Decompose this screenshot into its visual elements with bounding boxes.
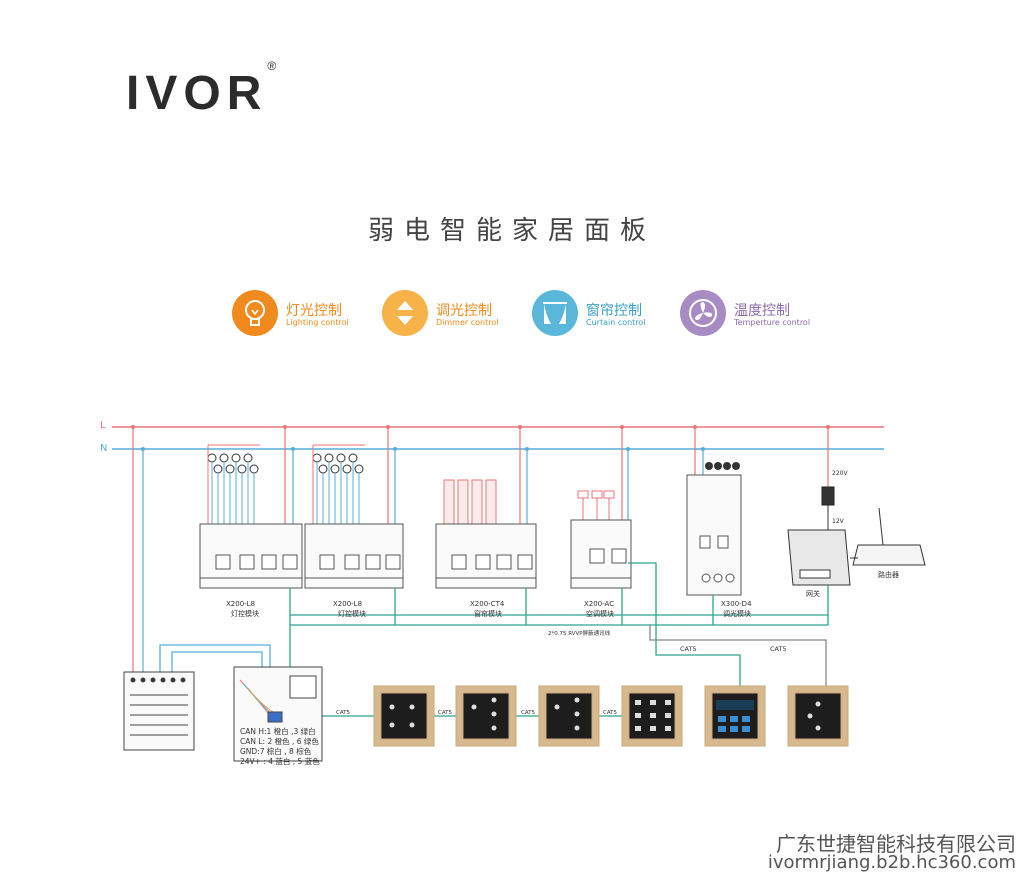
pinout-line: GND:7 棕白 , 8 棕色 bbox=[240, 747, 312, 756]
module-model: X200-L8 bbox=[226, 600, 256, 608]
panel-buttons bbox=[389, 697, 821, 731]
footer-url: ivormrjiang.b2b.hc360.com bbox=[767, 852, 1016, 873]
cat5-label: CAT5 bbox=[770, 645, 787, 653]
pinout-line: CAN L: 2 橙色 , 6 绿色 bbox=[240, 737, 319, 746]
page-title: 弱电智能家居面板 bbox=[367, 216, 656, 246]
module-model: X200-CT4 bbox=[470, 600, 505, 608]
curtain-icon bbox=[532, 290, 578, 336]
cat5-label: CAT5 bbox=[521, 710, 536, 716]
module-model: X200-AC bbox=[584, 600, 615, 608]
junction-dots bbox=[131, 425, 830, 429]
module-name: 调光模块 bbox=[723, 610, 751, 618]
ac-valves bbox=[577, 490, 615, 520]
footer-company: 广东世捷智能科技有限公司 bbox=[776, 832, 1016, 856]
l-drops bbox=[132, 427, 829, 675]
cat5-label: CAT5 bbox=[438, 710, 453, 716]
n-drops bbox=[142, 449, 704, 675]
bus-note: 2*0.75 RVVP屏蔽通讯线 bbox=[548, 631, 611, 637]
router-device bbox=[850, 507, 926, 566]
feature-sublabel: Curtain control bbox=[586, 318, 646, 327]
n-line-label: N bbox=[100, 443, 108, 454]
module-x200-l8-1 bbox=[199, 523, 303, 589]
cat5-label: CAT5 bbox=[603, 710, 618, 716]
lamp-wires-1 bbox=[211, 462, 255, 524]
curtain-motors bbox=[443, 479, 497, 525]
bulb-icon bbox=[232, 290, 278, 336]
lamp-cluster-1 bbox=[207, 453, 259, 474]
thermostat-screen bbox=[716, 700, 754, 732]
module-model: X200-L8 bbox=[333, 600, 363, 608]
feature-label: 窗帘控制 bbox=[586, 303, 642, 319]
module-x200-ct4 bbox=[435, 523, 537, 589]
voltage-12v: 12V bbox=[832, 518, 844, 525]
cat5-label: CAT5 bbox=[680, 645, 697, 653]
registered-mark: ® bbox=[267, 59, 277, 73]
feature-label: 调光控制 bbox=[436, 303, 492, 319]
pinout-line: CAN H:1 橙白 ,3 绿白 bbox=[240, 727, 316, 736]
module-name: 空调模块 bbox=[586, 610, 614, 618]
module-x200-l8-2 bbox=[304, 523, 404, 589]
cat5-label: CAT5 bbox=[336, 710, 351, 716]
lamp-wires-2 bbox=[316, 462, 360, 524]
feature-sublabel: Lighting control bbox=[286, 318, 349, 327]
cable-pinout-note: CAN H:1 橙白 ,3 绿白 CAN L: 2 橙色 , 6 绿色 GND:… bbox=[240, 727, 320, 767]
pinout-line: 24V+ : 4 蓝白 , 5 蓝色 bbox=[240, 757, 320, 766]
fan-icon bbox=[680, 290, 726, 336]
updown-arrows-icon bbox=[382, 290, 428, 336]
gateway-device bbox=[787, 529, 851, 586]
module-name: 窗帘模块 bbox=[474, 610, 502, 618]
logo-text: IVOR bbox=[126, 67, 268, 120]
feature-label: 温度控制 bbox=[734, 303, 790, 319]
module-x200-ac bbox=[570, 519, 632, 589]
brand-logo: IVOR® bbox=[126, 59, 276, 121]
voltage-220v: 220V bbox=[832, 470, 848, 477]
dimmer-lamps bbox=[705, 462, 740, 470]
module-name: 灯控模块 bbox=[338, 610, 366, 618]
feature-sublabel: Temperture control bbox=[734, 318, 811, 327]
power-supply bbox=[123, 671, 195, 751]
lamp-cluster-2 bbox=[312, 453, 364, 474]
rj45-cable-box bbox=[233, 666, 323, 762]
feature-sublabel: Dimmer control bbox=[436, 318, 499, 327]
feature-label: 灯光控制 bbox=[286, 303, 342, 319]
router-label: 路由器 bbox=[878, 571, 899, 579]
module-x300-d4 bbox=[686, 474, 742, 596]
power-adapter bbox=[821, 486, 835, 530]
module-name: 灯控模块 bbox=[231, 610, 259, 618]
gateway-label: 网关 bbox=[806, 590, 820, 598]
l-line-label: L bbox=[100, 420, 106, 431]
module-model: X300-D4 bbox=[721, 600, 752, 608]
